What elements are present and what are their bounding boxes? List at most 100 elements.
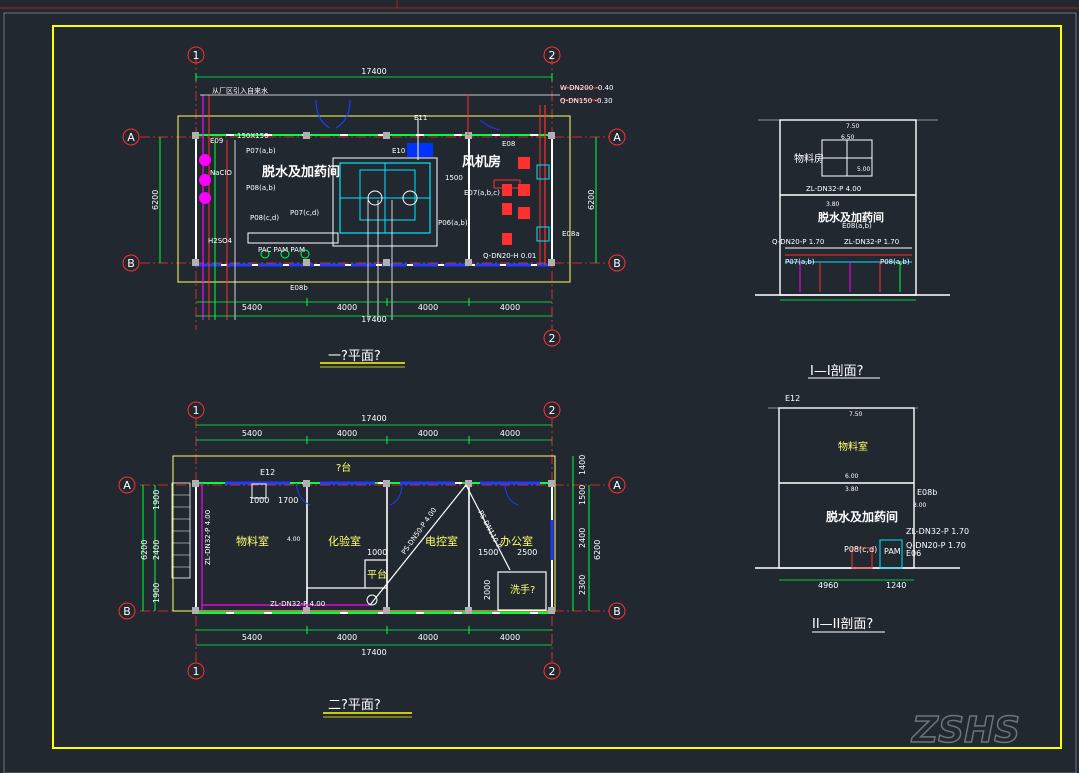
plan2-dim-top-2: 4000 xyxy=(337,429,357,438)
plan1-naclo: NaClO xyxy=(210,169,232,177)
plan2-dim-top-4: 4000 xyxy=(500,429,520,438)
plan2-dim-total-bottom: 17400 xyxy=(361,648,386,657)
section1-750: 7.50 xyxy=(846,123,860,130)
section2-drawing xyxy=(755,407,960,633)
plan1-room-fan: 风机房 xyxy=(462,154,501,170)
plan2-dim-right-3: 2400 xyxy=(578,528,587,548)
plan1-dim-1: 5400 xyxy=(242,303,262,312)
plan2-1500: 1500 xyxy=(478,548,498,557)
plan1-e11: E11 xyxy=(414,114,427,122)
plan1-pac: PAC PAM PAM xyxy=(258,246,305,254)
section1-p07: P07(a,b) xyxy=(785,258,815,266)
plan1-dim-4: 4000 xyxy=(500,303,520,312)
plan1-p08cd: P08(c,d) xyxy=(250,214,279,222)
plan2-dim-total-top: 17400 xyxy=(361,414,386,423)
section2-room-top: 物料室 xyxy=(838,440,868,453)
plan1-dim-side-left: 6200 xyxy=(151,190,160,210)
plan2-2000: 2000 xyxy=(483,580,492,600)
plan1-drawing xyxy=(140,55,610,368)
section2-room-bottom: 脱水及加药间 xyxy=(826,509,898,524)
plan1-pipe-q2: Q-DN20-H 0.01 xyxy=(483,252,536,260)
drawing-frame xyxy=(52,25,1062,749)
section1-e08: E08(a,b) xyxy=(842,222,872,230)
section1-p08: P08(a,b) xyxy=(880,258,910,266)
plan2-axis-a-right: A xyxy=(613,479,621,492)
plan1-dim-total-bottom: 17400 xyxy=(361,315,386,324)
plan1-p07ab: P07(a,b) xyxy=(246,147,276,155)
sheet-border xyxy=(3,12,1077,773)
plan1-e08: E08 xyxy=(502,140,515,148)
plan2-pipe-ps2: PS-DN110-P xyxy=(476,509,503,550)
plan1-p07cd: P07(c,d) xyxy=(290,209,319,217)
plan2-1000b: 1000 xyxy=(367,548,387,557)
plan2-pipe-zl-h: ZL-DN32-P 4.00 xyxy=(270,600,325,608)
plan1-e08b: E08b xyxy=(290,284,308,292)
section1-room-top: 物料房 xyxy=(794,152,824,165)
plan1-title: 一?平面? xyxy=(328,349,381,364)
plan2-dim-bot-4: 4000 xyxy=(500,633,520,642)
plan2-axis-b-right: B xyxy=(613,605,621,618)
plan2-axis-b-left: B xyxy=(123,605,131,618)
plan2-axis-b-left-bubble xyxy=(118,602,136,620)
plan2-axis-a-right-bubble xyxy=(608,476,626,494)
plan2-dim-left-2: 2400 xyxy=(152,540,161,560)
plan1-e10: E10 xyxy=(392,147,405,155)
plan2-axis-2: 2 xyxy=(549,404,556,417)
plan2-dim-bot-1: 5400 xyxy=(242,633,262,642)
plan2-dim-right-2: 1500 xyxy=(578,485,587,505)
section1-pipe2: Q-DN20-P 1.70 xyxy=(772,238,824,246)
section2-dim2: 1240 xyxy=(886,581,906,590)
plan2-400: 4.00 xyxy=(287,536,301,543)
plan2-dim-top-3: 4000 xyxy=(418,429,438,438)
plan2-axis-2-bubble xyxy=(543,401,561,419)
section1-650: 6.50 xyxy=(841,134,855,141)
plan1-pipe-w: W-DN200 -0.40 xyxy=(560,84,614,92)
plan1-e07: E07(a,b,c) xyxy=(464,189,500,197)
plan2-title: 二?平面? xyxy=(328,698,381,713)
plan1-axis-2-bottom-bubble xyxy=(543,329,561,347)
section2-750: 7.50 xyxy=(849,411,863,418)
plan2-e12: E12 xyxy=(260,468,275,477)
section2-380: 3.80 xyxy=(845,486,859,493)
plan2-dim-left-1: 1900 xyxy=(152,490,161,510)
plan2-1000a: 1000 xyxy=(249,496,269,505)
section2-pipe1: ZL-DN32-P 1.70 xyxy=(906,527,969,536)
section2-p08: P08(c,d) xyxy=(844,545,877,554)
plan1-dim-3: 4000 xyxy=(418,303,438,312)
plan2-axis-1: 1 xyxy=(193,404,200,417)
section2-300: 3.00 xyxy=(913,502,927,509)
plan1-p06ab: P06(a,b) xyxy=(438,219,468,227)
plan2-dim-left-total: 6200 xyxy=(140,540,149,560)
watermark-logo: ZSHS xyxy=(911,710,1020,751)
plan2-dim-left-3: 1900 xyxy=(152,583,161,603)
plan2-axis-1-bottom: 1 xyxy=(193,665,200,678)
section2-dim1: 4960 xyxy=(818,581,838,590)
plan1-150x150: 150X150 xyxy=(237,132,269,140)
plan2-dim-right-total: 6200 xyxy=(593,540,602,560)
section2-e08b: E08b xyxy=(917,488,937,497)
plan2-axis-a-left: A xyxy=(123,479,131,492)
plan1-axis-b-left-bubble xyxy=(122,254,140,272)
plan2-room-office: 办公室 xyxy=(500,534,533,548)
plan1-e08a: E08a xyxy=(562,230,580,238)
plan1-dim-2: 4000 xyxy=(337,303,357,312)
section1-title: I—I剖面? xyxy=(810,364,864,379)
plan2-axis-a-left-bubble xyxy=(118,476,136,494)
section1-380: 3.80 xyxy=(826,201,840,208)
plan2-platform: ?台 xyxy=(336,461,351,474)
plan2-dim-bot-2: 4000 xyxy=(337,633,357,642)
plan1-e09: E09 xyxy=(210,137,223,145)
section2-600: 6.00 xyxy=(845,473,859,480)
plan2-2500: 2500 xyxy=(517,548,537,557)
section2-e12: E12 xyxy=(785,394,800,403)
plan1-from-factory: 从厂区引入自来水 xyxy=(212,86,268,95)
plan1-axis-b-right-bubble xyxy=(608,254,626,272)
plan1-axis-a-right-bubble xyxy=(608,128,626,146)
plan2-dim-top-1: 5400 xyxy=(242,429,262,438)
plan1-1500: 1500 xyxy=(445,174,463,182)
plan2-platform2: 平台 xyxy=(367,568,387,581)
plan1-axis-2: 2 xyxy=(549,49,556,62)
section1-pipe1: ZL-DN32-P 4.00 xyxy=(806,185,861,193)
plan1-axis-a-left-bubble xyxy=(122,128,140,146)
